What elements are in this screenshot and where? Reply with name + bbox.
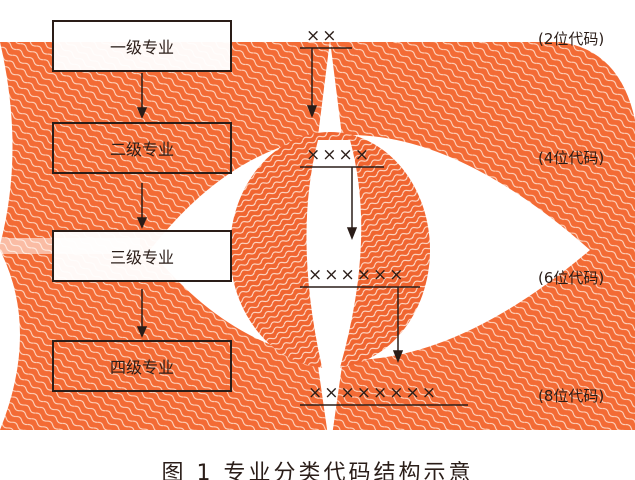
code-connectors <box>300 47 468 406</box>
level-1-note: (2位代码) <box>538 30 605 48</box>
level-2-code: ×××× <box>306 145 371 165</box>
eye-spike-bottom <box>318 366 342 450</box>
level-box-2: 二级专业 <box>52 122 232 174</box>
level-box-4: 四级专业 <box>52 340 232 392</box>
level-box-1: 一级专业 <box>52 20 232 72</box>
level-box-3: 三级专业 <box>52 230 232 282</box>
eye-pupil-slit <box>306 140 362 400</box>
level-3-note: (6位代码) <box>538 269 605 287</box>
level-4-label: 四级专业 <box>109 358 174 377</box>
eye-spike-top <box>318 40 342 136</box>
level-1-code: ×× <box>306 26 339 46</box>
level-2-label: 二级专业 <box>109 140 174 159</box>
level-3-label: 三级专业 <box>109 248 174 267</box>
level-4-code: ×××××××× <box>308 383 438 403</box>
level-3-code: ×××××× <box>308 265 406 285</box>
figure-caption: 图 1 专业分类代码结构示意 <box>161 461 474 480</box>
level-2-note: (4位代码) <box>538 149 605 167</box>
level-arrows <box>136 73 148 338</box>
level-4-note: (8位代码) <box>538 387 605 405</box>
pattern-left-cutout <box>0 42 20 430</box>
level-1-label: 一级专业 <box>109 38 174 57</box>
